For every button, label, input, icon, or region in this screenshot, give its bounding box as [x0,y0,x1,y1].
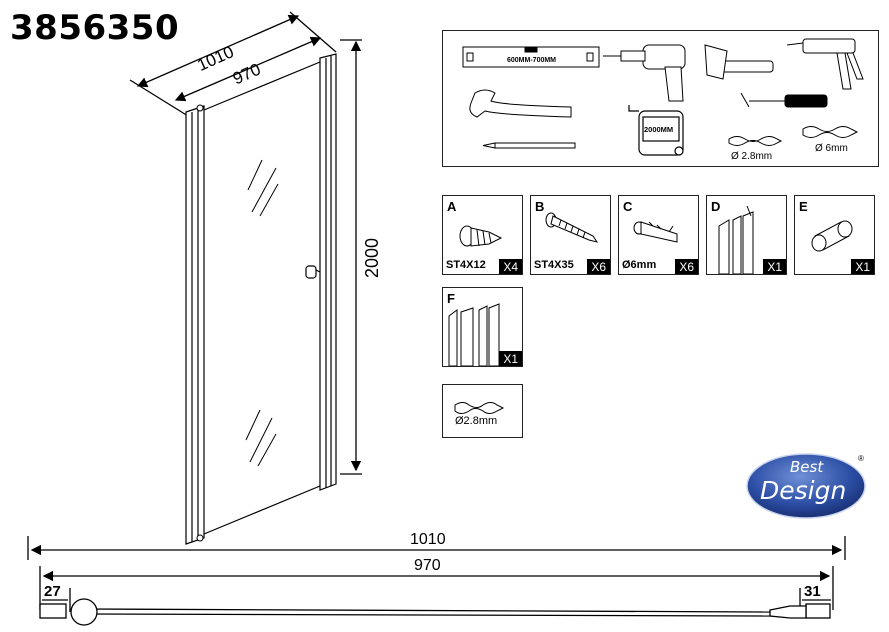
part-e-card: E X1 [794,195,875,275]
part-c-qty: X6 [675,259,698,274]
part-f-card: F X1 [442,287,523,367]
part-a-card: A ST4X12 X4 [442,195,523,275]
part-b-label: ST4X35 [534,259,574,271]
tape-label: 2000MM [644,125,673,134]
brand-logo: Best Design ® [746,452,868,520]
drill-bit-small-label: Ø 2.8mm [731,151,772,162]
wood-screw-icon [545,212,599,243]
drill-icon [603,44,686,102]
bottom-pivot-icon [196,534,204,542]
end-cap-icon [811,220,853,252]
part-b-letter: B [535,199,545,214]
brand-line2: Design [760,476,847,505]
part-d-card: D X1 [706,195,787,275]
countersunk-screw-icon [459,225,503,247]
drill-bit-card-label: Ø2.8mm [455,415,498,427]
part-d-letter: D [711,199,721,214]
door-width-dimension [129,11,337,117]
seal-strip-icon [448,303,500,366]
drill-bit-card: Ø2.8mm [442,384,523,438]
tools-panel: 600MM-700MM [442,30,879,167]
door-handle-icon [305,265,321,279]
drill-bit-icon [454,402,505,414]
drill-bit-large-icon [802,126,859,138]
plan-right-offset-label: 31 [804,583,821,600]
door-frame [185,53,337,545]
part-a-qty: X4 [499,259,522,274]
part-a-label: ST4X12 [446,259,486,271]
part-e-letter: E [799,199,808,214]
tape-measure-icon [628,105,684,156]
hammer-icon [704,44,774,80]
brand-registered-mark: ® [858,454,864,463]
part-c-label: Ø6mm [622,259,657,271]
part-d-qty: X1 [763,259,786,274]
wrench-icon [469,89,572,118]
part-c-card: C Ø6mm X6 [618,195,699,275]
part-b-qty: X6 [587,259,610,274]
pencil-icon [482,142,576,149]
level-label: 600MM-700MM [507,57,556,64]
drill-bit-large-label: Ø 6mm [815,143,848,154]
glass-reflection [245,159,279,467]
wall-profile-icon [718,205,754,274]
plan-view [27,536,846,626]
plan-outer-width-label: 1010 [410,531,446,548]
drill-bit-small-icon [728,136,783,146]
plan-left-offset-label: 27 [44,583,61,600]
plan-inner-width-label: 970 [414,557,441,574]
door-height-dimension [340,39,362,475]
part-c-letter: C [623,199,633,214]
tools-illustration: 600MM-700MM [462,38,864,162]
brand-line1: Best [790,458,824,476]
door-height-label: 2000 [362,238,382,278]
part-e-qty: X1 [851,259,874,274]
part-a-letter: A [447,199,457,214]
caulking-gun-icon [786,38,864,90]
top-pivot-icon [196,104,204,112]
spirit-level-icon [462,46,600,68]
brand-logo-ellipse [746,453,866,519]
part-b-card: B ST4X35 X6 [530,195,611,275]
screwdriver-icon [740,92,828,108]
part-f-qty: X1 [499,351,522,366]
wall-plug-icon [633,221,678,243]
part-f-letter: F [447,291,455,306]
